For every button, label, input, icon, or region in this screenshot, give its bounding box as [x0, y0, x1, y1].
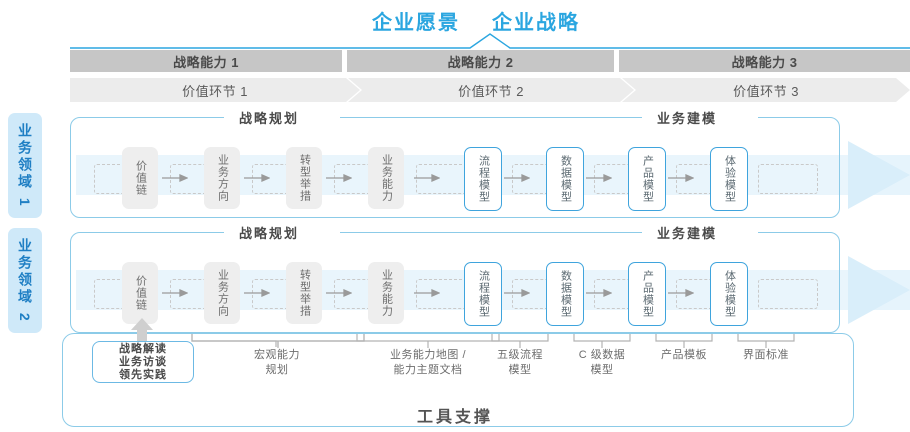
domain-2-container: 战略规划 业务建模 价值链 业务方向 转型举措 业务能力 流程模型 数据模型 产… [70, 223, 840, 333]
bracket-data-model-icon [573, 333, 631, 348]
value-segment-1-label: 价值环节 1 [182, 83, 248, 99]
flow-arrow-icon [162, 174, 188, 182]
flow-arrow-icon [586, 174, 612, 182]
flow-arrow-icon [504, 289, 530, 297]
tool-label-c-level-data: C 级数据模型 [578, 349, 626, 376]
tool-support-up-arrow-icon [131, 318, 153, 344]
tool-label-product-template: 产品模板 [661, 349, 707, 361]
value-segment-3-label: 价值环节 3 [733, 83, 799, 99]
sidebar-domain-1[interactable]: 业务领域 1 [8, 113, 42, 218]
node-data-model[interactable]: 数据模型 [546, 147, 584, 211]
bracket-process-model-icon [491, 333, 549, 348]
node-experience-model[interactable]: 体验模型 [710, 147, 748, 211]
rail-seg [758, 164, 818, 194]
flow-arrow-icon [326, 289, 352, 297]
flow-arrow-icon [504, 174, 530, 182]
rail-seg [758, 279, 818, 309]
sidebar-domain-2-label: 业务领域 2 [17, 237, 33, 324]
tool-label-macro-capability: 宏观能力规划 [254, 349, 300, 376]
value-segment-3: 价值环节 3 [622, 78, 910, 102]
tool-label-ui-standard: 界面标准 [743, 349, 789, 361]
node-data-model[interactable]: 数据模型 [546, 262, 584, 326]
flow-arrow-icon [244, 174, 270, 182]
flow-arrow-icon [244, 289, 270, 297]
node-transformation-measures[interactable]: 转型举措 [286, 262, 322, 324]
node-business-capability[interactable]: 业务能力 [368, 147, 404, 209]
flow-arrow-icon [162, 289, 188, 297]
tool-strategy-interpretation-box[interactable]: 战略解读业务访谈领先实践 [92, 341, 194, 383]
node-value-chain[interactable]: 价值链 [122, 147, 158, 209]
capability-bar-3: 战略能力 3 [619, 50, 910, 72]
flow-arrow-icon [668, 289, 694, 297]
bracket-capability-map-icon [356, 333, 500, 348]
domain-2-phase-1-title: 战略规划 [230, 223, 309, 242]
value-segment-2: 价值环节 2 [348, 78, 634, 102]
domain-1-phase-1-title: 战略规划 [230, 108, 309, 127]
vision-peak-connector-icon [70, 33, 910, 49]
node-process-model[interactable]: 流程模型 [464, 262, 502, 326]
sidebar-domain-2[interactable]: 业务领域 2 [8, 228, 42, 333]
bracket-product-template-icon [655, 333, 713, 348]
flow-arrow-icon [326, 174, 352, 182]
value-segment-1: 价值环节 1 [70, 78, 360, 102]
flow-arrow-icon [586, 289, 612, 297]
domain-1-container: 战略规划 业务建模 价值链 业务方向 转型举措 业务能力 流程模型 数据模型 产… [70, 108, 840, 218]
node-business-direction[interactable]: 业务方向 [204, 262, 240, 324]
enterprise-vision-title: 企业愿景 [372, 12, 460, 34]
node-experience-model[interactable]: 体验模型 [710, 262, 748, 326]
tool-strategy-interpretation-label: 战略解读业务访谈领先实践 [119, 342, 167, 381]
tool-support-container [62, 333, 854, 427]
node-business-direction[interactable]: 业务方向 [204, 147, 240, 209]
sidebar-domain-1-label: 业务领域 1 [17, 122, 33, 209]
flow-arrow-icon [414, 174, 440, 182]
tool-support-title: 工具支撑 [416, 409, 493, 426]
node-product-model[interactable]: 产品模型 [628, 147, 666, 211]
capability-bar-1: 战略能力 1 [70, 50, 342, 72]
node-process-model[interactable]: 流程模型 [464, 147, 502, 211]
value-segment-2-label: 价值环节 2 [458, 83, 524, 99]
node-business-capability[interactable]: 业务能力 [368, 262, 404, 324]
tool-label-capability-map: 业务能力地图 /能力主题文档 [389, 349, 467, 376]
capability-bar-2: 战略能力 2 [347, 50, 614, 72]
node-product-model[interactable]: 产品模型 [628, 262, 666, 326]
bracket-ui-standard-icon [737, 333, 795, 348]
node-value-chain[interactable]: 价值链 [122, 262, 158, 324]
tool-label-five-level-process: 五级流程模型 [497, 349, 543, 376]
enterprise-strategy-title: 企业战略 [492, 12, 580, 34]
domain-1-phase-2-title: 业务建模 [648, 108, 727, 127]
node-transformation-measures[interactable]: 转型举措 [286, 147, 322, 209]
flow-arrow-icon [668, 174, 694, 182]
domain-2-phase-2-title: 业务建模 [648, 223, 727, 242]
flow-arrow-icon [414, 289, 440, 297]
